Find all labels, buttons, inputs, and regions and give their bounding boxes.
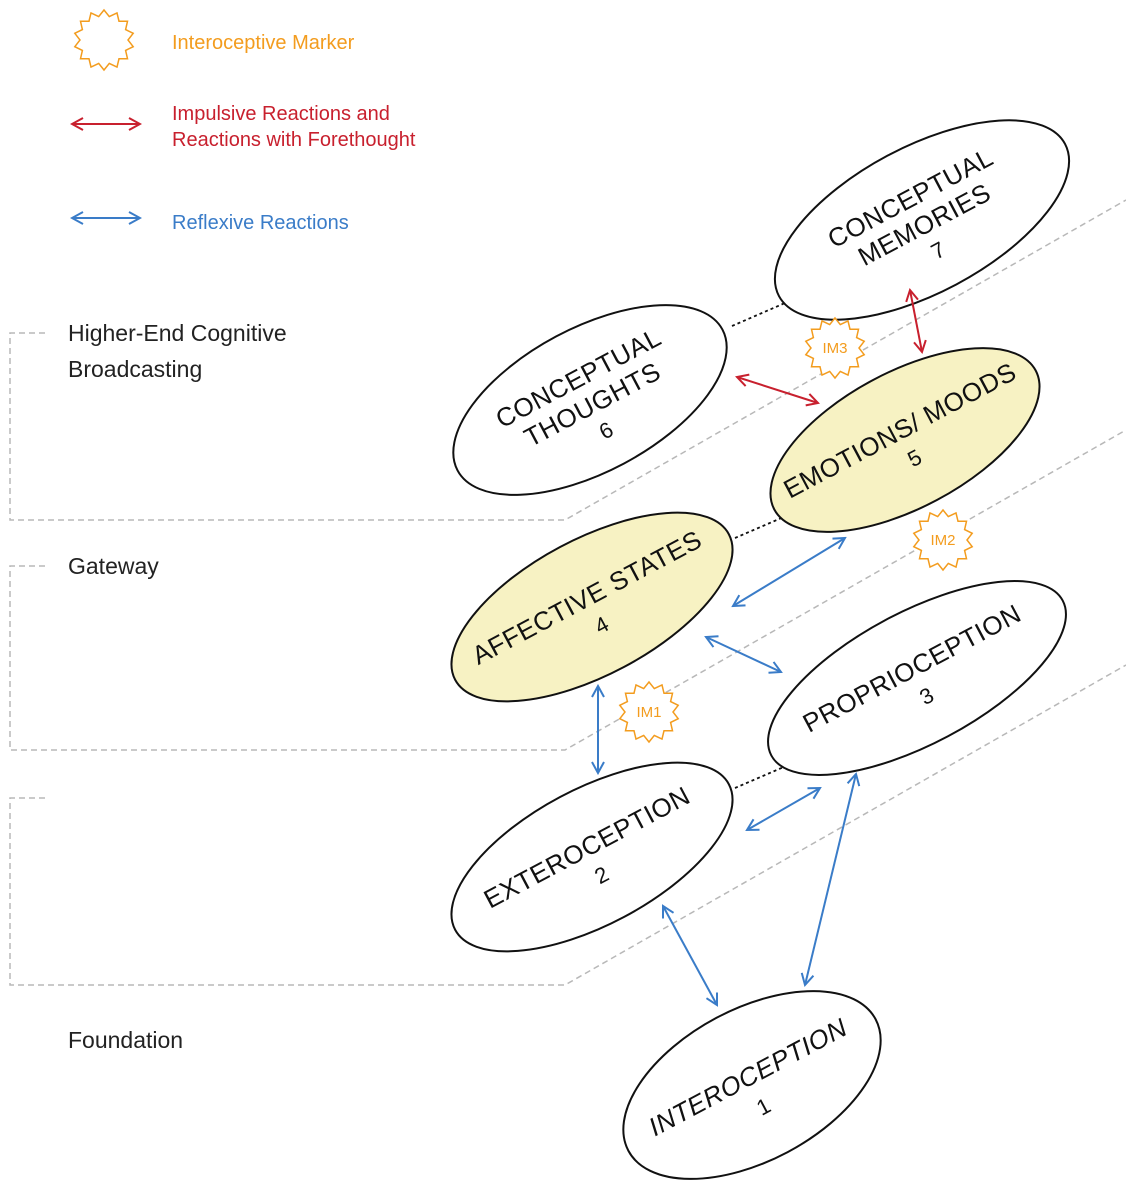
node-4: AFFECTIVE STATES 4	[450, 511, 734, 703]
arrow-4-5	[733, 538, 845, 606]
layer-label-higher-line2: Broadcasting	[68, 356, 202, 382]
node-1: INTEROCEPTION 1	[622, 990, 882, 1180]
node-6-oval	[452, 304, 728, 496]
impulsive-arrows	[737, 290, 922, 403]
interoceptive-markers: IM3 IM2 IM1	[618, 316, 974, 744]
node-7: CONCEPTUAL MEMORIES 7	[773, 119, 1071, 321]
node-5-oval	[769, 347, 1041, 533]
gateway-layer-bracket	[9, 429, 1126, 751]
marker-im3: IM3	[804, 316, 866, 380]
legend-impulsive-label-line2: Reactions with Forethought	[172, 129, 416, 151]
node-1-oval	[622, 990, 882, 1180]
node-3: PROPRIOCEPTION 3	[767, 580, 1067, 776]
node-3-oval	[767, 580, 1067, 776]
marker-im3-label: IM3	[822, 340, 847, 357]
node-5: EMOTIONS/ MOODS 5	[769, 347, 1041, 533]
legend-impulsive-label-line1: Impulsive Reactions and	[172, 103, 390, 125]
reflexive-arrows	[598, 538, 856, 1005]
arrow-2-3	[747, 788, 820, 830]
legend-marker-label: Interoceptive Marker	[172, 32, 355, 54]
marker-im2-label: IM2	[930, 532, 955, 549]
arrow-7-5	[910, 290, 922, 352]
marker-im1-label: IM1	[636, 704, 661, 721]
layer-label-gateway: Gateway	[68, 553, 159, 579]
higher-layer-bracket	[9, 199, 1126, 521]
node-7-oval	[773, 119, 1071, 321]
arrow-4-3	[706, 637, 781, 672]
node-2-oval	[450, 761, 734, 953]
marker-im3-star-icon	[804, 316, 866, 380]
legend-marker-icon	[73, 8, 135, 72]
legend: Interoceptive Marker Impulsive Reactions…	[72, 8, 416, 234]
layer-label-foundation: Foundation	[68, 1027, 183, 1053]
layer-labels: Higher-End Cognitive Broadcasting Gatewa…	[68, 320, 287, 1053]
node-2: EXTEROCEPTION 2	[450, 761, 734, 953]
marker-im2-star-icon	[912, 508, 974, 572]
arrow-6-5	[737, 377, 818, 403]
marker-im1-star-icon	[618, 680, 680, 744]
legend-reflexive-label: Reflexive Reactions	[172, 212, 349, 234]
layer-label-higher-line1: Higher-End Cognitive	[68, 320, 287, 346]
layer-guides	[9, 199, 1126, 986]
arrow-2-1	[663, 906, 717, 1005]
marker-im2: IM2	[912, 508, 974, 572]
node-4-oval	[450, 511, 734, 703]
node-6: CONCEPTUAL THOUGHTS 6	[452, 304, 728, 496]
marker-im1: IM1	[618, 680, 680, 744]
foundation-layer-bracket	[9, 664, 1126, 986]
arrow-3-1	[805, 774, 856, 985]
